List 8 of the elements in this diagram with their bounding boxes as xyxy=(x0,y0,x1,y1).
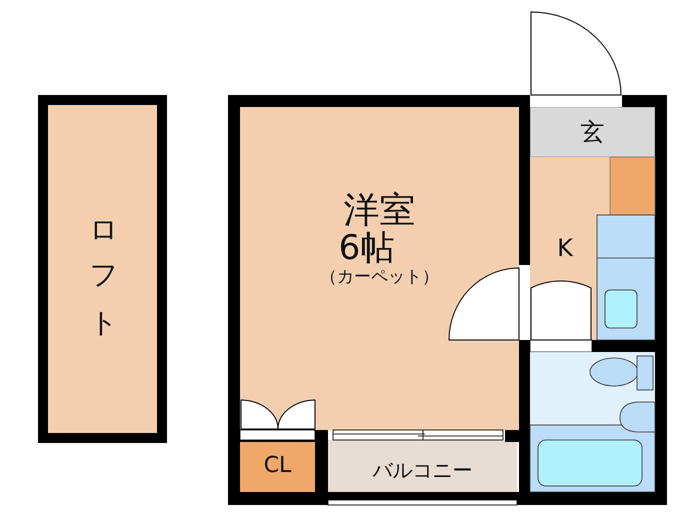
room-label: 洋室 xyxy=(344,190,416,230)
room-label: （カーペット） xyxy=(320,268,439,286)
room-label: バルコニー xyxy=(372,459,472,481)
room-label: 6帖 xyxy=(338,230,394,268)
room-label: K xyxy=(557,235,573,262)
room-label: 玄 xyxy=(580,118,604,146)
room-label: ロフト xyxy=(87,203,118,335)
room-label: CL xyxy=(264,454,292,478)
